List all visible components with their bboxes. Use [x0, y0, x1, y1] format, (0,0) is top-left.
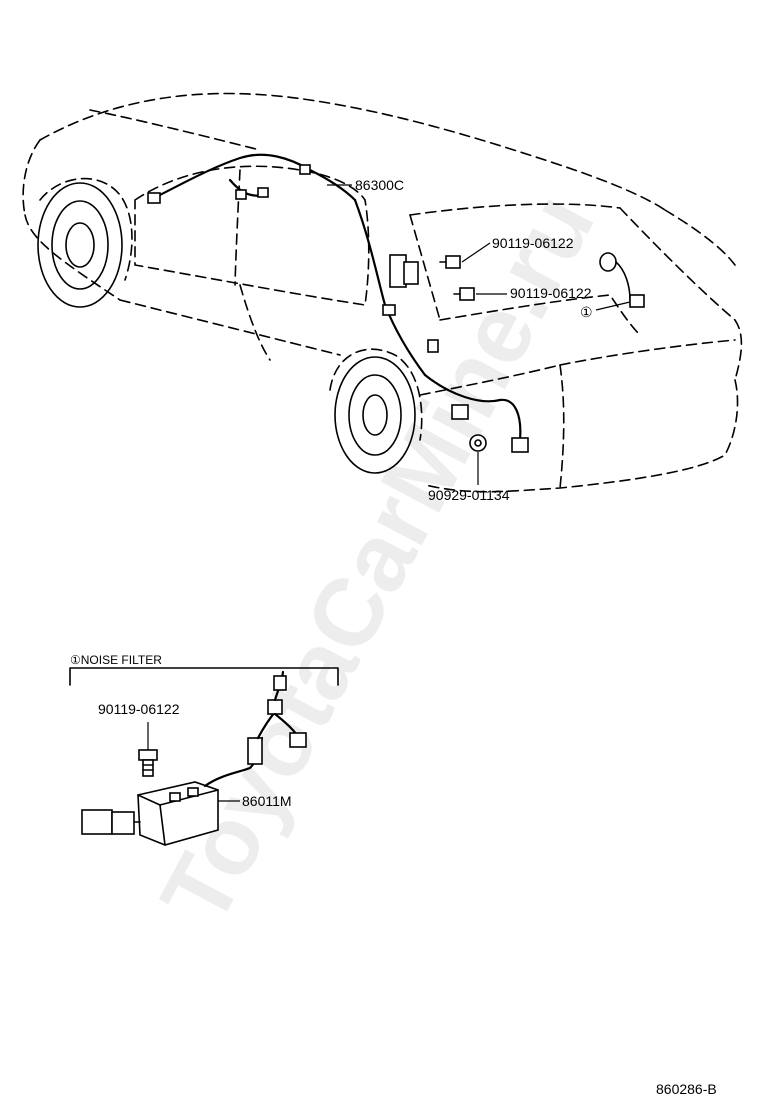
roof-wire-harness	[147, 153, 529, 453]
inset-filter-label: 86011M	[242, 793, 292, 809]
car-body-outline	[22, 92, 743, 493]
label-86300c: 86300C	[355, 177, 404, 193]
label-clamp: 90929-01134	[428, 487, 510, 503]
inset-title: ①NOISE FILTER	[70, 653, 162, 667]
callout-clamp: 90929-01134	[428, 452, 510, 503]
label-ref-marker: ①	[580, 304, 593, 320]
bolt-upper	[439, 255, 461, 269]
noise-filter-on-car	[629, 294, 645, 308]
callout-86300c: 86300C	[327, 177, 404, 193]
bolt-lower	[453, 287, 475, 301]
callout-bolt-upper: 90119-06122	[461, 235, 574, 263]
label-bolt-lower: 90119-06122	[510, 285, 592, 301]
front-wheel	[37, 182, 123, 308]
callout-bolt-lower: 90119-06122	[476, 285, 592, 301]
clamp-part	[469, 434, 487, 452]
rear-wheel	[334, 356, 416, 474]
label-bolt-upper: 90119-06122	[492, 235, 574, 251]
callout-ref-marker: ①	[580, 301, 631, 320]
inset-noise-filter	[81, 670, 307, 846]
figure-id: 860286-B	[656, 1081, 717, 1097]
inset-bolt	[138, 749, 158, 777]
inset-bolt-label: 90119-06122	[98, 701, 180, 717]
noise-filter-inset: ①NOISE FILTER 90119-06122	[69, 653, 339, 846]
grommet-part	[599, 252, 631, 301]
